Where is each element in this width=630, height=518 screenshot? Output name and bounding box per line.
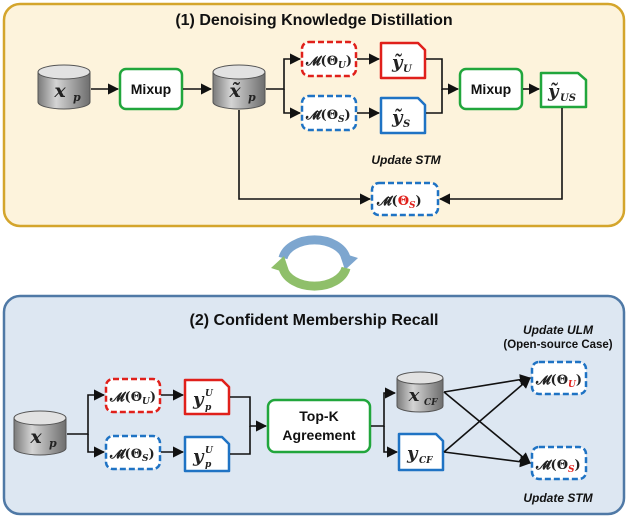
panel1-mixed-output-label: ỹ <box>547 81 560 102</box>
panel2-teacher-output-doc <box>183 378 231 416</box>
panel1-student-model-text: 𝓜̃(ΘS) <box>305 108 351 125</box>
panel1-student-output-sub: S <box>403 119 410 130</box>
panel2-xcf-sub: CF <box>424 398 438 408</box>
panel2-out-student-model-text: 𝓜̃(ΘS) <box>535 458 581 475</box>
panel2-student-model-text: 𝓜̃(ΘS) <box>109 447 155 464</box>
panel2-teacher-output-label: y <box>192 389 205 410</box>
panel2-student-output-sup: U <box>205 446 214 456</box>
panel2-title: (2) Confident Membership Recall <box>190 312 439 329</box>
panel1-updated-student-box <box>370 181 440 217</box>
panel1-teacher-output-label: ỹ <box>391 52 404 73</box>
panel1-mixup2-label: Mixup <box>471 81 511 97</box>
cycle-arrows-icon <box>271 235 358 291</box>
panel2-ycf-doc <box>397 432 445 472</box>
panel1-updated-student-text: 𝓜̃(ΘS) <box>376 194 422 211</box>
panel2-teacher-model-box <box>104 377 162 414</box>
panel1-title: (1) Denoising Knowledge Distillation <box>175 12 452 29</box>
panel1-input-cylinder: x p <box>37 64 91 110</box>
panel2-topk-label-line2: Agreement <box>282 427 355 443</box>
panel2-xcf-cylinder: x CF <box>396 371 444 413</box>
panel-confident-membership-recall: (2) Confident Membership Recall x p 𝓜(ΘU… <box>2 294 626 516</box>
panel1-student-output-doc <box>379 96 427 135</box>
panel1-teacher-model-box <box>300 40 358 78</box>
panel1-input-label: x <box>53 80 66 102</box>
panel1-mixed-input-label: x̃ <box>228 80 241 102</box>
panel1-arrows <box>91 53 563 205</box>
panel2-topk-agreement-box <box>266 398 372 454</box>
panel2-student-output-label: y <box>192 446 205 467</box>
panel2-update-ulm-label: Update ULM <box>523 323 594 337</box>
panel2-update-ulm-note: (Open-source Case) <box>503 339 612 351</box>
panel1-student-model-box <box>300 94 358 132</box>
panel1-mixed-output-sub: US <box>560 93 576 104</box>
panel1-teacher-output-doc <box>379 41 427 80</box>
panel1-update-stm-label: Update STM <box>371 153 441 167</box>
panel2-out-student-model-box <box>530 445 588 481</box>
panel2-student-output-sub: p <box>205 460 212 470</box>
panel2-student-model-box <box>104 434 162 471</box>
panel1-input-sub: p <box>73 91 81 104</box>
panel2-student-output-doc <box>183 435 231 473</box>
panel2-ycf-label: y <box>406 443 419 464</box>
panel2-input-sub: p <box>49 437 57 450</box>
panel2-input-cylinder: x p <box>13 410 67 456</box>
panel2-update-stm-label: Update STM <box>523 491 593 505</box>
panel2-teacher-output-sup: U <box>205 389 214 399</box>
panel1-student-output-label: ỹ <box>391 107 404 128</box>
panel1-mixed-output-doc <box>539 71 588 109</box>
panel2-out-teacher-model-text: 𝓜(ΘU) <box>535 373 582 390</box>
panel2-arrows <box>67 374 532 468</box>
panel2-teacher-model-text: 𝓜(ΘU) <box>109 390 156 407</box>
panel2-topk-label-line1: Top-K <box>299 408 338 424</box>
panel1-mixed-input-sub: p <box>248 91 256 104</box>
panel1-mixup-label: Mixup <box>131 81 171 97</box>
panel-denoising-knowledge-distillation: (1) Denoising Knowledge Distillation x p… <box>2 2 626 228</box>
panel2-teacher-output-sub: p <box>205 403 212 413</box>
panel1-mixed-input-cylinder: x̃ p <box>212 64 266 110</box>
panel1-teacher-model-text: 𝓜(ΘU) <box>305 54 352 71</box>
panel2-ycf-sub: CF <box>419 456 433 466</box>
panel2-input-label: x <box>29 426 42 448</box>
panel2-out-teacher-model-box <box>530 360 588 396</box>
panel1-teacher-output-sub: U <box>403 64 413 75</box>
panel1-mixup2-box <box>458 67 524 111</box>
panel1-mixup-box <box>118 67 184 111</box>
panel2-xcf-label: x <box>408 385 420 406</box>
